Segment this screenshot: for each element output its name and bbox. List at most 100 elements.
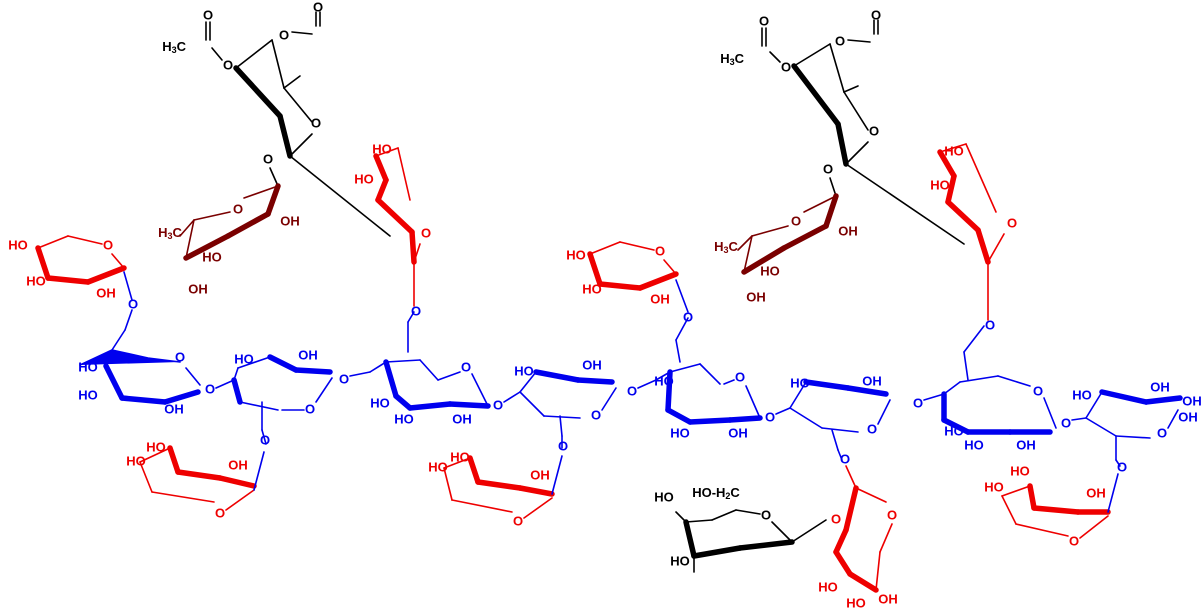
- xyl-low3-oh: OH: [1086, 485, 1106, 500]
- glc6-oh: OH: [862, 373, 882, 388]
- glc4-front: [575, 377, 615, 385]
- gal2-bond: [845, 141, 869, 165]
- xyl-low1-link: [253, 451, 265, 491]
- gal1-link: [289, 155, 391, 237]
- glc1-link: [215, 379, 235, 389]
- glc8-ring-oxygen: O: [1157, 425, 1167, 440]
- xyl-top-left-oh: OH: [96, 285, 116, 300]
- xyl-low4-ho: HO: [846, 595, 866, 610]
- glc7-bond: [943, 381, 961, 395]
- glc4-bond: [519, 391, 545, 417]
- xyl-low4-bond: [845, 465, 857, 489]
- xyl-top-mid-ho: HO: [566, 247, 586, 262]
- glc5-bond: [723, 379, 735, 385]
- xyl-low2-front: [517, 485, 555, 497]
- glc7-oh: OH: [1016, 437, 1036, 452]
- xyl-top-mid-ring-oxygen: O: [655, 243, 665, 258]
- xyl-low1-bond: [151, 491, 215, 503]
- glc8-bond: [1085, 417, 1117, 437]
- glc2-ring-oxygen: O: [305, 401, 315, 416]
- glc2-front: [231, 377, 243, 405]
- glc7-front: [941, 417, 971, 435]
- xyl-top-left-bond: [111, 253, 125, 269]
- xyl-low4-front: [847, 571, 879, 593]
- xyl-top-left-front: [35, 245, 51, 281]
- glc8-ho: HO: [1072, 387, 1092, 402]
- glc5-ho: HO: [654, 373, 674, 388]
- xyl-mid-ring-oxygen: O: [421, 225, 431, 240]
- glc6-bond: [877, 399, 891, 425]
- glc6-c6: [831, 429, 839, 451]
- glc3-bond: [369, 361, 387, 373]
- xyl5-link: [675, 279, 689, 313]
- fuc2-oh: OH: [838, 223, 858, 238]
- glc3-glyco-oxygen: O: [493, 397, 503, 412]
- xyl-low4-bond: [855, 487, 887, 503]
- glc8-bond: [1167, 409, 1179, 429]
- gal-bottom-ring-oxygen: O: [761, 507, 771, 522]
- glc8-oh-end2: OH: [1178, 409, 1198, 424]
- xyl-top-left-bond: [37, 235, 69, 249]
- glc4-bond: [543, 415, 581, 419]
- glc3-front: [447, 401, 491, 409]
- xyl-low2-bond: [451, 499, 513, 513]
- gal2-bond: [793, 43, 831, 67]
- xyl-right-ho: HO: [944, 143, 964, 158]
- glc3-front: [407, 401, 453, 411]
- gal1-front: [233, 65, 283, 119]
- glc4-ho: HO: [514, 363, 534, 378]
- fuc1-ch3: H3C: [158, 225, 182, 241]
- glc5-front: [727, 415, 763, 423]
- glc5-glyco-oxygen: O: [765, 409, 775, 424]
- gal1-ac2-bond: [291, 31, 313, 35]
- gal-bottom-ho: HO: [654, 489, 674, 504]
- xyl-low1-oh: OH: [228, 457, 248, 472]
- fuc2-ch3-bond: [737, 235, 753, 251]
- fuc2-front: [823, 193, 839, 229]
- glc1-bond: [111, 329, 126, 351]
- gal1-ac1-bond: [211, 47, 223, 61]
- gal-bottom-bond: [685, 519, 713, 523]
- fuc1-bond: [185, 219, 195, 259]
- glc8-c6-oxygen: O: [1117, 459, 1127, 474]
- glc1-front: [162, 389, 201, 405]
- glc7-link: [1071, 417, 1087, 421]
- gal-bottom-front: [683, 519, 697, 559]
- xyl1-link-oxygen: O: [128, 296, 138, 311]
- xyl-low4-front: [833, 549, 853, 577]
- glc5-front: [665, 369, 673, 413]
- xyl-low1-ring-oxygen: O: [215, 505, 225, 520]
- xyl-mid-front: [373, 153, 389, 183]
- xyl-low1-bond: [139, 461, 153, 493]
- glc6-front: [803, 379, 851, 391]
- xyl-low1-front: [167, 445, 181, 475]
- gal1-ac2-oxygen: O: [279, 27, 289, 42]
- gal1-ac1-oxo: O: [203, 7, 213, 22]
- glc7-ho: HO: [944, 423, 964, 438]
- xyl-low4-bond: [879, 523, 893, 553]
- xyl-top-mid-front: [597, 281, 643, 291]
- xyl-mid-bond: [397, 147, 411, 201]
- gal2-ac1-oxo: O: [759, 13, 769, 28]
- glc3-oh: OH: [452, 411, 472, 426]
- xyl-mid-front: [375, 197, 415, 235]
- gal1-bond: [283, 87, 313, 123]
- glc5-link: [775, 407, 791, 415]
- glc1-bond: [185, 367, 201, 386]
- xyl-low1-front: [175, 469, 223, 481]
- fuc1-ho: HO: [202, 249, 222, 264]
- glc1-ho: HO: [78, 359, 98, 374]
- glc5-bond: [745, 385, 761, 419]
- glc2-c6-oxygen: O: [260, 432, 270, 447]
- xyl-mid-bond: [375, 147, 399, 157]
- glc1-front: [119, 395, 168, 405]
- gal2-bond: [829, 43, 845, 93]
- xyl-top-mid-front: [637, 271, 679, 291]
- xyl-top-mid-bond: [619, 241, 655, 251]
- gal2-ac2-bond: [847, 39, 871, 43]
- xyl-low4-front: [833, 527, 849, 555]
- fuc2-ch3: H3C: [714, 239, 738, 255]
- xyl-right-bond: [987, 233, 1005, 263]
- glc2-bond: [315, 377, 333, 403]
- xyl-low3-bond: [1015, 523, 1069, 537]
